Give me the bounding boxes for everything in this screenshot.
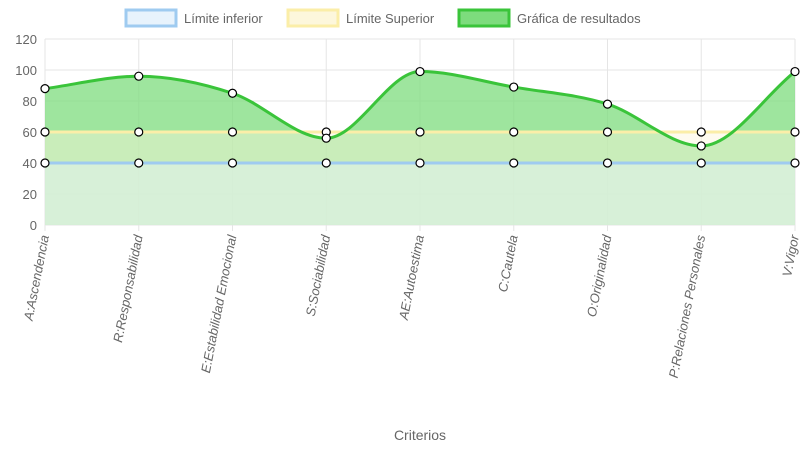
data-point[interactable] (509, 127, 519, 137)
data-point[interactable] (696, 127, 706, 137)
data-point[interactable] (696, 141, 706, 151)
y-tick-label: 0 (30, 218, 37, 233)
data-point[interactable] (509, 82, 519, 92)
data-point[interactable] (40, 158, 50, 168)
data-point[interactable] (40, 83, 50, 94)
x-tick-label: V:Vigor (779, 233, 800, 278)
data-point[interactable] (40, 127, 50, 137)
data-point[interactable] (602, 158, 613, 168)
legend-item[interactable]: Límite inferior (124, 8, 263, 28)
series-points (40, 66, 800, 168)
data-point[interactable] (415, 158, 425, 168)
data-point[interactable] (790, 66, 800, 77)
y-tick-label: 40 (23, 156, 37, 171)
series-area-2 (45, 71, 795, 225)
x-tick-label: A:Ascendencia (20, 234, 51, 323)
legend-label: Límite inferior (184, 11, 263, 26)
legend-item[interactable]: Gráfica de resultados (457, 8, 641, 28)
data-point[interactable] (602, 99, 613, 109)
x-tick-label: S:Sociabilidad (303, 233, 334, 317)
data-point[interactable] (509, 158, 519, 168)
y-tick-label: 20 (23, 187, 37, 202)
y-tick-label: 100 (15, 63, 37, 78)
x-tick-label: O:Originalidad (584, 233, 615, 318)
data-point[interactable] (321, 158, 331, 168)
y-axis-ticks: 0 20 40 60 80 100 120 (15, 32, 37, 233)
y-tick-label: 60 (23, 125, 37, 140)
data-point[interactable] (134, 127, 144, 137)
legend-swatch (286, 8, 340, 28)
x-axis-ticks: A:Ascendencia R:Responsabilidad E:Estabili… (20, 233, 800, 380)
data-point[interactable] (134, 71, 144, 81)
legend-swatch (124, 8, 178, 28)
x-tick-label: AE:Autoestima (396, 234, 427, 322)
data-point[interactable] (134, 158, 144, 168)
series-area-0 (45, 163, 795, 225)
legend-label: Gráfica de resultados (517, 11, 641, 26)
data-point[interactable] (602, 127, 613, 137)
data-point[interactable] (790, 158, 800, 168)
y-tick-label: 80 (23, 94, 37, 109)
data-point[interactable] (227, 127, 238, 137)
chart-legend[interactable]: Límite inferior Límite Superior Gráfica de… (124, 8, 641, 28)
x-tick-label: R:Responsabilidad (110, 233, 146, 344)
data-point[interactable] (790, 127, 800, 137)
x-tick-label: C:Cautela (495, 234, 521, 294)
x-tick-label: P:Relaciones Personales (666, 233, 709, 379)
data-point[interactable] (696, 158, 706, 168)
legend-label: Límite Superior (346, 11, 435, 26)
legend-swatch (457, 8, 511, 28)
series-areas (45, 71, 795, 225)
y-tick-label: 120 (15, 32, 37, 47)
x-axis-title: Criterios (394, 427, 446, 443)
series-area-1 (45, 132, 795, 225)
data-point[interactable] (227, 158, 238, 168)
data-point[interactable] (415, 66, 425, 77)
data-point[interactable] (321, 133, 331, 143)
x-tick-label: E:Estabilidad Emocional (198, 233, 240, 375)
legend-item[interactable]: Límite Superior (286, 8, 435, 28)
data-point[interactable] (415, 127, 425, 137)
data-point[interactable] (227, 88, 238, 98)
